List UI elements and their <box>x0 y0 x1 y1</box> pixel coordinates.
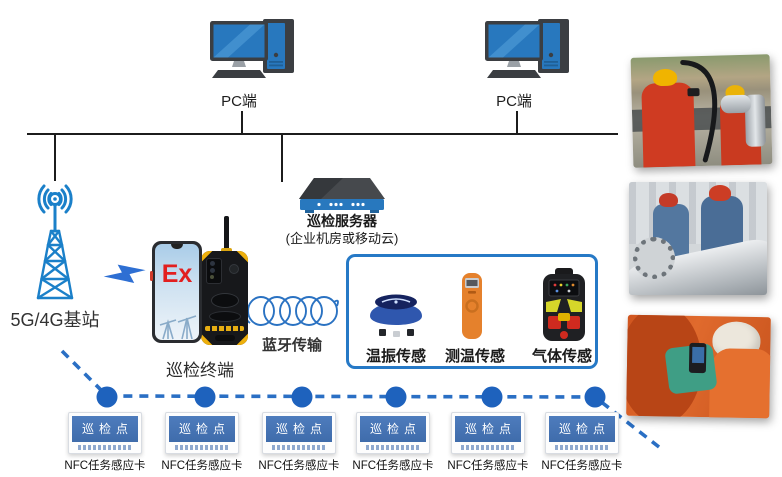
screen-notch <box>171 244 183 249</box>
gas-sensor-label: 气体传感 <box>531 348 592 365</box>
phone-side-button <box>150 271 153 281</box>
back-plate-oval <box>208 311 241 322</box>
gas-detector-icon <box>543 268 585 341</box>
phone-screen: Ex <box>155 244 199 340</box>
fingerprint-sensor <box>229 264 239 274</box>
card-title: 巡检点 <box>266 416 332 442</box>
patrol-dot <box>291 386 313 408</box>
photo-field-inspection-2 <box>629 182 767 295</box>
card-fine-print <box>174 445 230 450</box>
inspection-point-card: 巡检点 <box>68 412 142 454</box>
inspection-point-card: 巡检点 <box>451 412 525 454</box>
phone-corner-accent <box>236 251 248 263</box>
photo-field-inspection-1 <box>630 54 773 168</box>
card-title: 巡检点 <box>169 416 235 442</box>
rugged-phone-back <box>201 251 248 345</box>
phone-corner-accent <box>236 333 248 345</box>
patrol-dot <box>194 386 216 408</box>
nfc-card-label: NFC任务感应卡 <box>447 460 529 472</box>
camera-lens <box>210 261 215 266</box>
ex-rating-badge: Ex <box>161 260 193 288</box>
server-title: 巡检服务器 <box>307 213 377 229</box>
worker-figure <box>709 348 771 419</box>
patrol-dot <box>96 386 118 408</box>
speaker-cutout <box>214 335 235 341</box>
inspection-point-card: 巡检点 <box>262 412 336 454</box>
vibration-sensor-label: 温振传感 <box>365 348 426 365</box>
card-title: 巡检点 <box>455 416 521 442</box>
camera-flash <box>210 275 214 279</box>
desktop-computer-icon <box>485 19 569 78</box>
phone-antenna <box>224 216 229 258</box>
card-fine-print <box>271 445 327 450</box>
card-title: 巡检点 <box>549 416 615 442</box>
patrol-terminal-label: 巡检终端 <box>166 361 234 380</box>
sensor-group-box: 温振传感 测温传感 气体传感 <box>346 254 598 369</box>
pc-terminal-1-label: PC端 <box>221 93 257 110</box>
photo-field-inspection-3 <box>626 314 771 419</box>
card-title: 巡检点 <box>360 416 426 442</box>
patrol-dot <box>481 386 503 408</box>
back-plate-oval <box>210 293 239 308</box>
patrol-route-dashed-line <box>60 349 661 449</box>
yellow-stripe <box>205 326 244 331</box>
rugged-phone-front: Ex <box>150 241 202 343</box>
handheld-terminal-screen <box>691 346 704 364</box>
patrol-point-dots <box>96 386 606 408</box>
camera-lens <box>210 268 215 273</box>
ir-thermometer-icon <box>462 273 482 339</box>
pc-terminal-2-label: PC端 <box>496 93 532 110</box>
server-icon <box>299 178 385 213</box>
patrol-dot <box>584 386 606 408</box>
red-hardhat <box>709 185 731 201</box>
vibration-temperature-sensor-icon <box>370 294 422 337</box>
handheld-camera <box>687 88 700 97</box>
nfc-card-label: NFC任务感应卡 <box>541 460 623 472</box>
desktop-computer-icon <box>210 19 294 78</box>
server-subtitle: (企业机房或移动云) <box>285 231 399 246</box>
card-fine-print <box>554 445 610 450</box>
base-station-label: 5G/4G基站 <box>10 310 100 330</box>
nfc-card-label: NFC任务感应卡 <box>64 460 146 472</box>
nfc-card-label: NFC任务感应卡 <box>258 460 340 472</box>
photo-structure-background <box>629 182 767 245</box>
card-fine-print <box>77 445 133 450</box>
inspection-point-card: 巡检点 <box>356 412 430 454</box>
card-fine-print <box>365 445 421 450</box>
cell-tower-icon <box>36 184 74 300</box>
temperature-sensor-label: 测温传感 <box>444 348 505 365</box>
patrol-dot <box>385 386 407 408</box>
hose-line <box>680 59 718 163</box>
inspection-point-card: 巡检点 <box>165 412 239 454</box>
lightning-bolt-icon <box>103 264 146 283</box>
nfc-card-label: NFC任务感应卡 <box>352 460 434 472</box>
card-title: 巡检点 <box>72 416 138 442</box>
bluetooth-coil-icon <box>245 296 339 326</box>
nfc-card-label: NFC任务感应卡 <box>161 460 243 472</box>
phone-corner-accent <box>201 333 213 345</box>
bluetooth-label: 蓝牙传输 <box>261 337 322 354</box>
pipe-flange <box>633 237 675 279</box>
card-fine-print <box>460 445 516 450</box>
pumpjack-wallpaper <box>159 315 197 340</box>
red-hardhat <box>659 193 678 207</box>
inspection-point-card: 巡检点 <box>545 412 619 454</box>
